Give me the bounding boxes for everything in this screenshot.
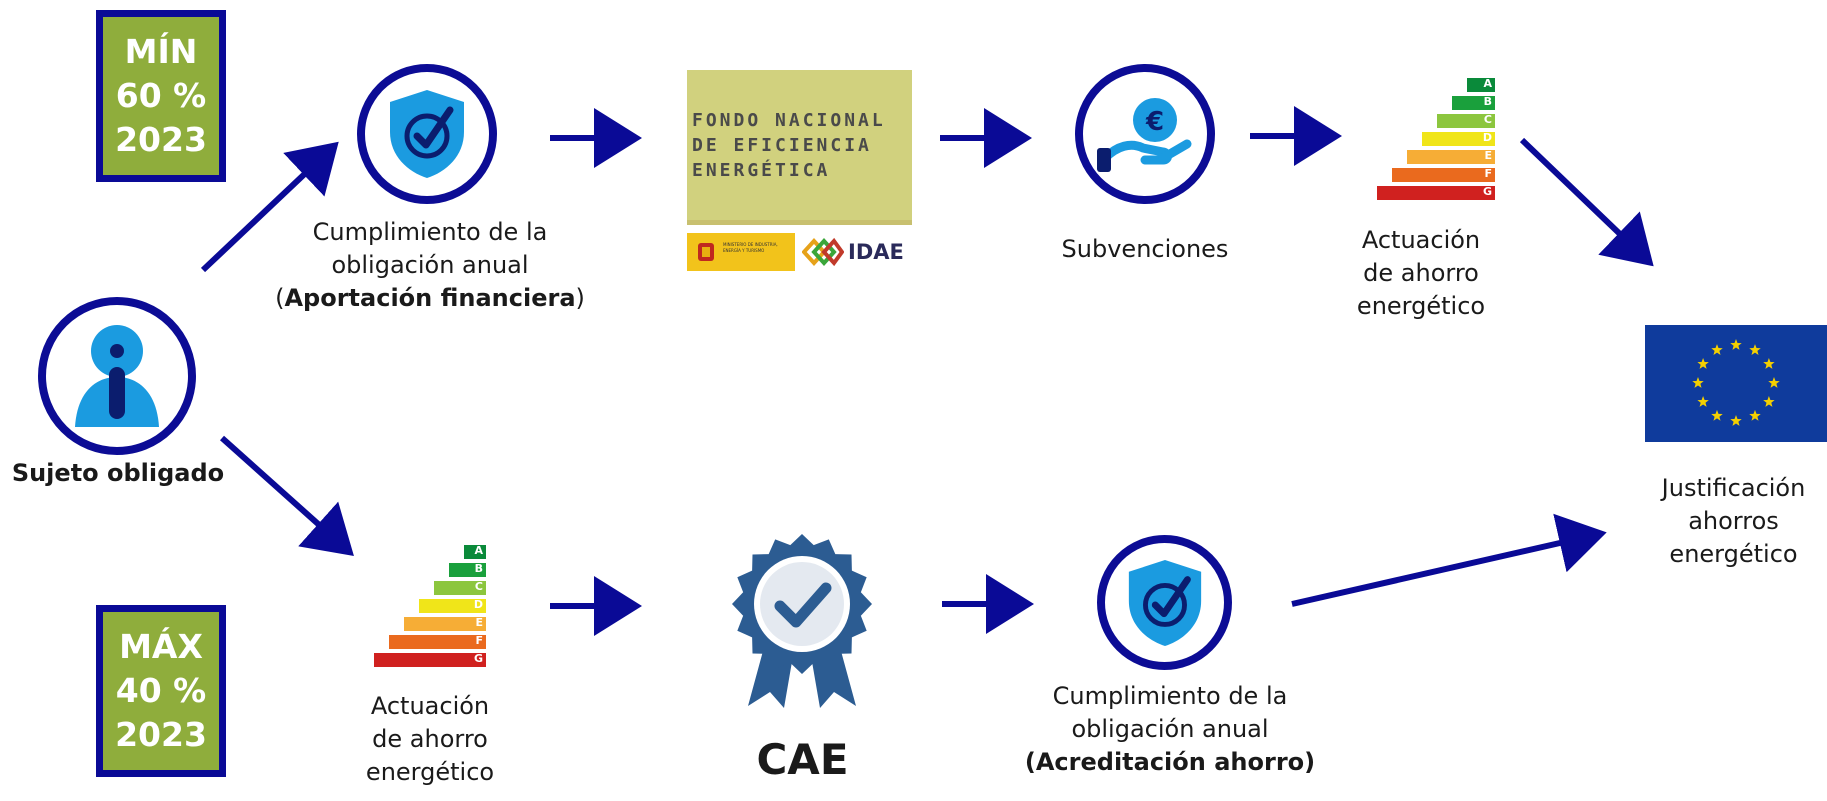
energy-bar-d: D xyxy=(1422,131,1495,146)
person-info-icon xyxy=(75,325,159,427)
eu-stars-icon xyxy=(1692,339,1780,426)
euro-hand-icon: € xyxy=(1097,98,1192,172)
energy-bar-e: E xyxy=(1407,149,1495,164)
compliance-bottom-line2: obligación anual xyxy=(1071,715,1269,743)
compliance-circle-top xyxy=(357,64,497,204)
energy-bar-e-bottom: E xyxy=(404,616,486,631)
action-label-top: Actuación de ahorro energético xyxy=(1316,224,1526,323)
fund-logo: FONDO NACIONAL DE EFICIENCIA ENERGÉTICA xyxy=(687,70,912,220)
energy-label-top: A B C D E F G xyxy=(1363,77,1495,204)
action-bottom-line3: energético xyxy=(365,758,495,786)
coat-of-arms-icon xyxy=(698,243,714,261)
max-box-percent: 40 % xyxy=(115,671,207,710)
eu-star xyxy=(1697,396,1709,407)
eu-star xyxy=(1692,377,1704,388)
eu-label: Justificación ahorros energético xyxy=(1640,472,1827,571)
eu-line2: ahorros xyxy=(1688,507,1779,535)
energy-bar-b-bottom: B xyxy=(449,562,486,577)
compliance-circle-bottom xyxy=(1097,535,1232,670)
eu-star xyxy=(1763,358,1775,369)
idae-text: IDAE xyxy=(848,240,904,264)
shield-check-icon-bottom xyxy=(1128,559,1201,646)
compliance-top-line3: (Aportación financiera) xyxy=(270,282,590,315)
eu-star xyxy=(1730,415,1742,426)
arrow-subject-to-action-bottom xyxy=(220,435,354,556)
paren-open: ( xyxy=(275,284,285,312)
energy-bar-a: A xyxy=(1467,77,1495,92)
compliance-top-line1: Cumplimiento de la xyxy=(312,218,548,246)
energy-bar-c-bottom: C xyxy=(434,580,486,595)
max-percentage-box: MÁX 40 % 2023 xyxy=(96,605,226,777)
subsidies-circle: € xyxy=(1075,64,1215,204)
subject-circle xyxy=(38,297,196,455)
eu-flag xyxy=(1645,325,1827,442)
eu-star xyxy=(1749,409,1761,421)
idae-mark-icon xyxy=(802,237,844,267)
subsidies-label: Subvenciones xyxy=(1061,235,1229,263)
energy-bar-g-bottom: G xyxy=(374,652,486,667)
eu-line3: energético xyxy=(1669,540,1798,568)
fund-line3: ENERGÉTICA xyxy=(692,159,831,181)
eu-star xyxy=(1768,377,1780,388)
cae-badge-icon xyxy=(732,534,872,708)
shield-check-icon xyxy=(390,90,464,178)
ministry-text: MINISTERIO DE INDUSTRIA, ENERGÍA Y TURIS… xyxy=(723,242,778,253)
eu-star xyxy=(1711,344,1723,355)
arrow-compliance-to-eu xyxy=(1291,513,1607,607)
max-box-year: 2023 xyxy=(115,715,207,754)
compliance-bottom-line1: Cumplimiento de la xyxy=(1052,682,1288,710)
paren-close: ) xyxy=(575,284,585,312)
compliance-label-top: Cumplimiento de la obligación anual (Apo… xyxy=(270,216,590,315)
eu-star xyxy=(1749,344,1761,355)
energy-bar-b: B xyxy=(1452,95,1495,110)
min-box-percent: 60 % xyxy=(115,76,207,115)
energy-bar-g: G xyxy=(1377,185,1495,200)
arrow-action-to-eu xyxy=(1519,137,1654,267)
fund-line1: FONDO NACIONAL xyxy=(692,109,886,131)
subject-label: Sujeto obligado xyxy=(11,459,225,487)
action-bottom-line1: Actuación xyxy=(370,692,490,720)
min-percentage-box: MÍN 60 % 2023 xyxy=(96,10,226,182)
energy-bar-a-bottom: A xyxy=(464,544,486,559)
idae-logo: IDAE xyxy=(802,233,912,271)
cae-label: CAE xyxy=(756,735,849,784)
min-box-label: MÍN xyxy=(124,32,198,71)
arrow-subject-to-compliance xyxy=(200,141,339,273)
financial-contribution-text: Aportación financiera xyxy=(284,284,576,312)
compliance-bottom-line3: (Acreditación ahorro) xyxy=(1024,748,1316,776)
fund-strip xyxy=(687,220,912,225)
eu-star xyxy=(1763,396,1775,407)
fund-line2: DE EFICIENCIA xyxy=(692,134,872,156)
max-box-label: MÁX xyxy=(119,627,203,666)
eu-star xyxy=(1730,339,1742,350)
svg-text:€: € xyxy=(1145,107,1164,137)
ministry-logo: MINISTERIO DE INDUSTRIA, ENERGÍA Y TURIS… xyxy=(687,233,795,271)
eu-line1: Justificación xyxy=(1661,474,1806,502)
action-label-bottom: Actuación de ahorro energético xyxy=(325,690,535,789)
energy-bar-f-bottom: F xyxy=(389,634,486,649)
eu-star xyxy=(1711,409,1723,421)
eu-star xyxy=(1697,358,1709,369)
compliance-label-bottom: Cumplimiento de la obligación anual (Acr… xyxy=(1010,680,1330,779)
action-top-line2: de ahorro xyxy=(1363,259,1479,287)
action-top-line1: Actuación xyxy=(1361,226,1481,254)
energy-bar-f: F xyxy=(1392,167,1495,182)
min-box-year: 2023 xyxy=(115,120,207,159)
action-bottom-line2: de ahorro xyxy=(372,725,488,753)
energy-bar-d-bottom: D xyxy=(419,598,486,613)
action-top-line3: energético xyxy=(1356,292,1486,320)
energy-label-bottom: A B C D E F G xyxy=(372,544,486,671)
compliance-top-line2: obligación anual xyxy=(331,251,529,279)
energy-bar-c: C xyxy=(1437,113,1495,128)
